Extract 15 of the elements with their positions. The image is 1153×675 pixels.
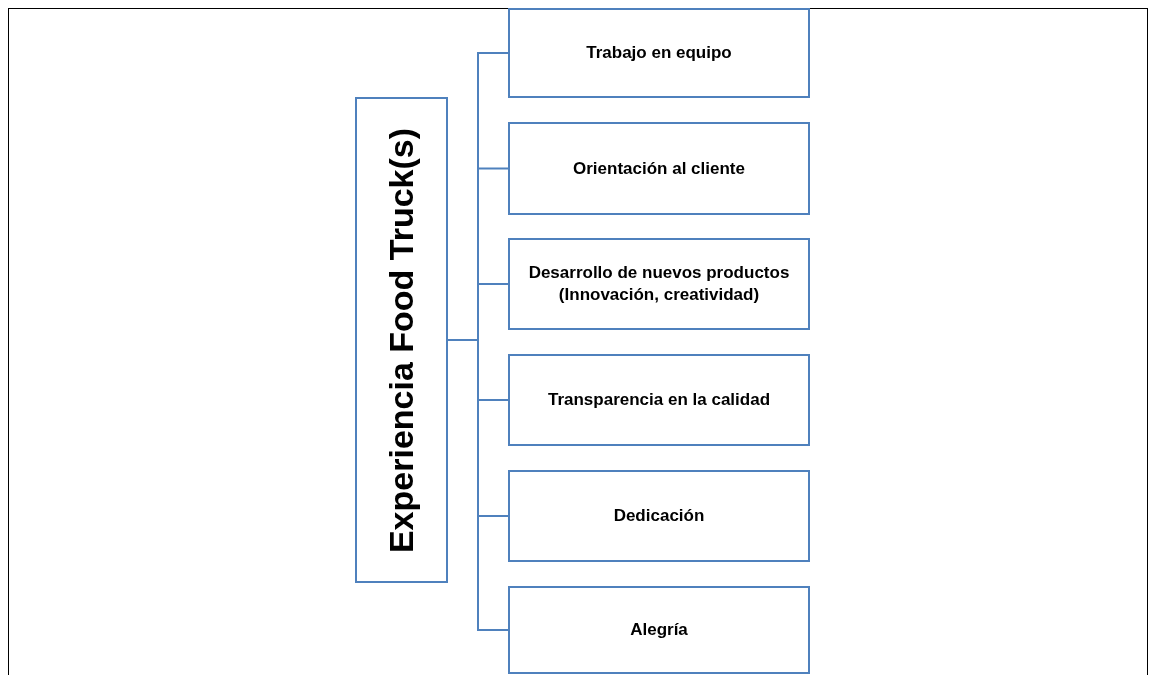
value-box	[508, 354, 810, 446]
value-box	[508, 586, 810, 674]
value-box	[508, 238, 810, 330]
value-text: Transparencia en la calidad	[546, 389, 771, 411]
value-box	[508, 122, 810, 215]
value-text: Dedicación	[612, 505, 706, 527]
value-text: Orientación al cliente	[572, 157, 746, 180]
connector-line	[447, 339, 509, 631]
value-text: Trabajo en equipo	[585, 42, 733, 64]
value-box	[508, 8, 810, 98]
value-text: Desarrollo de nuevos productos (Innovación, creatividad)	[527, 262, 791, 306]
value-box	[508, 470, 810, 562]
value-text: Alegría	[629, 619, 689, 641]
title-box	[355, 97, 448, 583]
title-text: Experiencia Food Truck(s)	[381, 127, 421, 553]
